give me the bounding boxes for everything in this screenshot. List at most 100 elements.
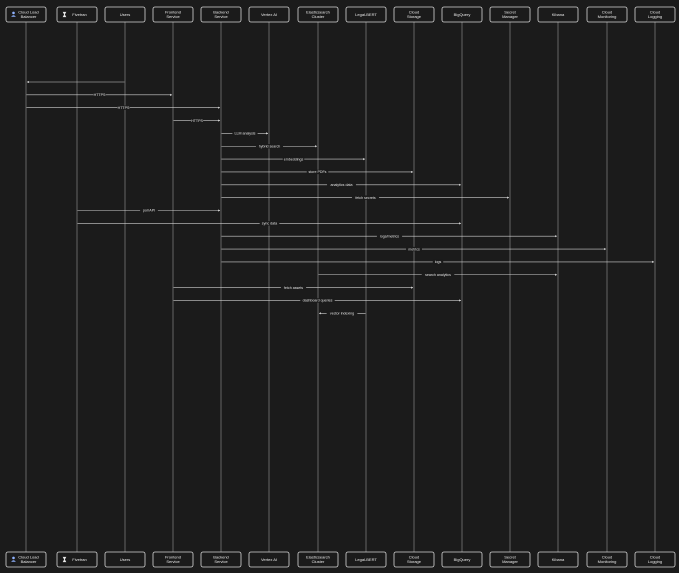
participant-label: Frontend (165, 10, 181, 15)
participant-label: Storage (407, 559, 422, 564)
participant-fivetran-bottom[interactable]: Fivetran (56, 551, 98, 568)
participant-box (489, 551, 531, 568)
message-backend-to-secret: fetch secrets (221, 195, 510, 200)
message-backend-to-monitoring: metrics (221, 246, 607, 252)
participant-box (345, 6, 387, 23)
participant-kibana-bottom[interactable]: Kibana (537, 551, 579, 568)
participant-box (634, 551, 676, 568)
person-icon (11, 11, 16, 17)
message-backend-to-vertex: LLM analysis (221, 131, 269, 136)
message-label: LLM analysis (235, 132, 256, 136)
message-label: vector indexing (330, 312, 354, 316)
participant-box (393, 6, 435, 23)
participant-vertex-top[interactable]: Vertex AI (248, 6, 290, 23)
participant-box (441, 551, 483, 568)
message-label-bg (280, 285, 307, 290)
participant-label: Balancer (21, 559, 37, 564)
participant-label: BigQuery (454, 12, 471, 17)
participant-box (5, 6, 47, 23)
participant-label: Users (120, 557, 130, 562)
message-fivetran-to-bq: sync data (77, 221, 462, 226)
fivetran-icon (62, 556, 67, 563)
message-bert-to-es: vector indexing (318, 311, 366, 316)
participant-users-top[interactable]: Users (104, 6, 146, 23)
message-label-bg (282, 156, 305, 162)
message-backend-to-kibana: logs/metrics (221, 234, 558, 239)
message-label-bg (376, 234, 403, 239)
message-label: hybrid search (259, 144, 281, 148)
participant-label: Cloud (409, 10, 419, 15)
participant-box (393, 551, 435, 568)
participant-box (586, 6, 628, 23)
lifelines (25, 22, 656, 552)
participant-label: Secret (504, 555, 516, 560)
participant-box (586, 551, 628, 568)
message-frontend-to-backend: HTTPS (173, 118, 221, 123)
participant-bq-top[interactable]: BigQuery (441, 6, 483, 23)
participant-box (297, 6, 339, 23)
participant-label: Service (214, 559, 228, 564)
participant-label: Logging (648, 14, 662, 19)
message-label-bg (327, 182, 356, 187)
message-label-bg (300, 298, 335, 303)
participant-label: Cluster (312, 14, 325, 19)
message-label-bg (406, 246, 422, 252)
participant-bert-bottom[interactable]: Legal-BERT (345, 551, 387, 568)
message-label: analytics data (331, 183, 353, 187)
participant-label: Cloud (650, 555, 660, 560)
participant-box (297, 551, 339, 568)
participant-label: Secret (504, 10, 516, 15)
message-label: logs/metrics (380, 234, 399, 238)
participant-label: Users (120, 12, 130, 17)
participant-box (634, 6, 676, 23)
participant-label: Monitoring (598, 14, 617, 19)
person-icon (11, 556, 16, 562)
participant-box (200, 551, 242, 568)
participant-users-bottom[interactable]: Users (104, 551, 146, 568)
participant-bert-top[interactable]: Legal-BERT (345, 6, 387, 23)
message-label: fetch assets (284, 286, 303, 290)
message-label-bg (351, 195, 380, 200)
participant-fivetran-top[interactable]: Fivetran (56, 6, 98, 23)
participant-bq-bottom[interactable]: BigQuery (441, 551, 483, 568)
participant-box (200, 6, 242, 23)
participant-box (441, 6, 483, 23)
message-lb-to-backend: HTTPS (26, 105, 221, 110)
participant-label: Cloud (602, 10, 612, 15)
participant-vertex-bottom[interactable]: Vertex AI (248, 551, 290, 568)
messages: HTTPS HTTPS HTTPS LLM analysis hybrid search… (26, 80, 655, 316)
message-backend-to-es: hybrid search (221, 144, 318, 149)
participant-label: Cluster (312, 559, 325, 564)
participant-label: Service (166, 559, 180, 564)
participant-label: Legal-BERT (355, 12, 377, 17)
message-label: metrics (408, 247, 420, 251)
message-lb-to-frontend: HTTPS (26, 92, 173, 98)
participant-label: Kibana (552, 557, 565, 562)
participant-box (537, 551, 579, 568)
message-label: embeddings (284, 157, 304, 161)
participant-box (489, 6, 531, 23)
participant-label: Vertex AI (261, 557, 277, 562)
participant-kibana-top[interactable]: Kibana (537, 6, 579, 23)
participant-label: Vertex AI (261, 12, 277, 17)
participant-label: Service (214, 14, 228, 19)
participant-label: Kibana (552, 12, 565, 17)
